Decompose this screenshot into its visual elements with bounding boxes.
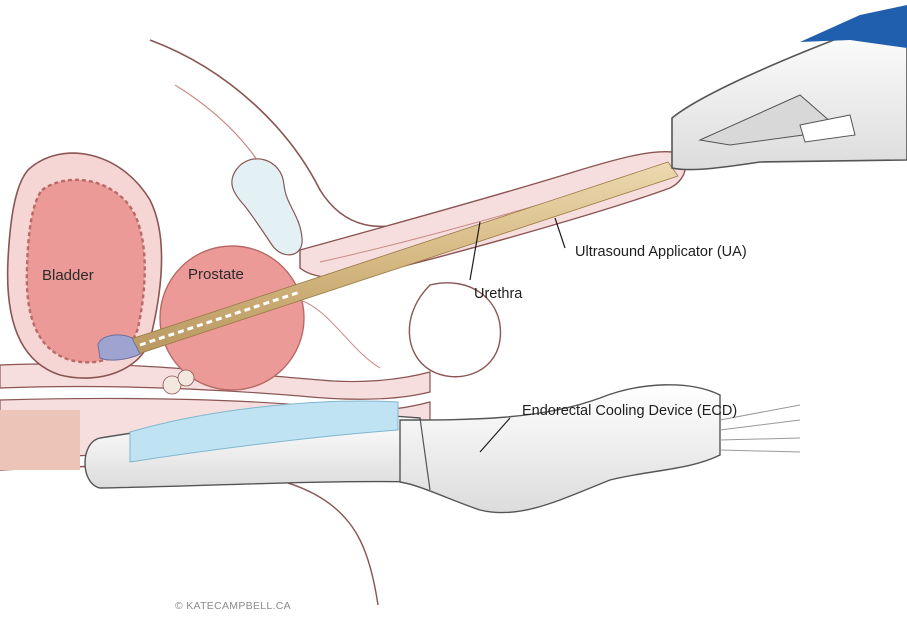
applicator-handle <box>672 5 907 170</box>
rectum-lower-wall <box>0 466 378 605</box>
prostate-label: Prostate <box>188 266 244 283</box>
rectum-section <box>0 410 80 470</box>
ultrasound-applicator-label: Ultrasound Applicator (UA) <box>575 244 747 260</box>
tissue-nodule <box>178 370 194 386</box>
perineum-line <box>300 300 380 368</box>
urethra-label: Urethra <box>474 286 522 302</box>
ultrasound-applicator <box>98 162 678 360</box>
copyright-credit: © KATECAMPBELL.CA <box>175 600 291 612</box>
bladder-label: Bladder <box>42 267 94 284</box>
seminal-vesicle <box>232 159 302 255</box>
cooling-device-label: Endorectal Cooling Device (ECD) <box>522 403 737 419</box>
